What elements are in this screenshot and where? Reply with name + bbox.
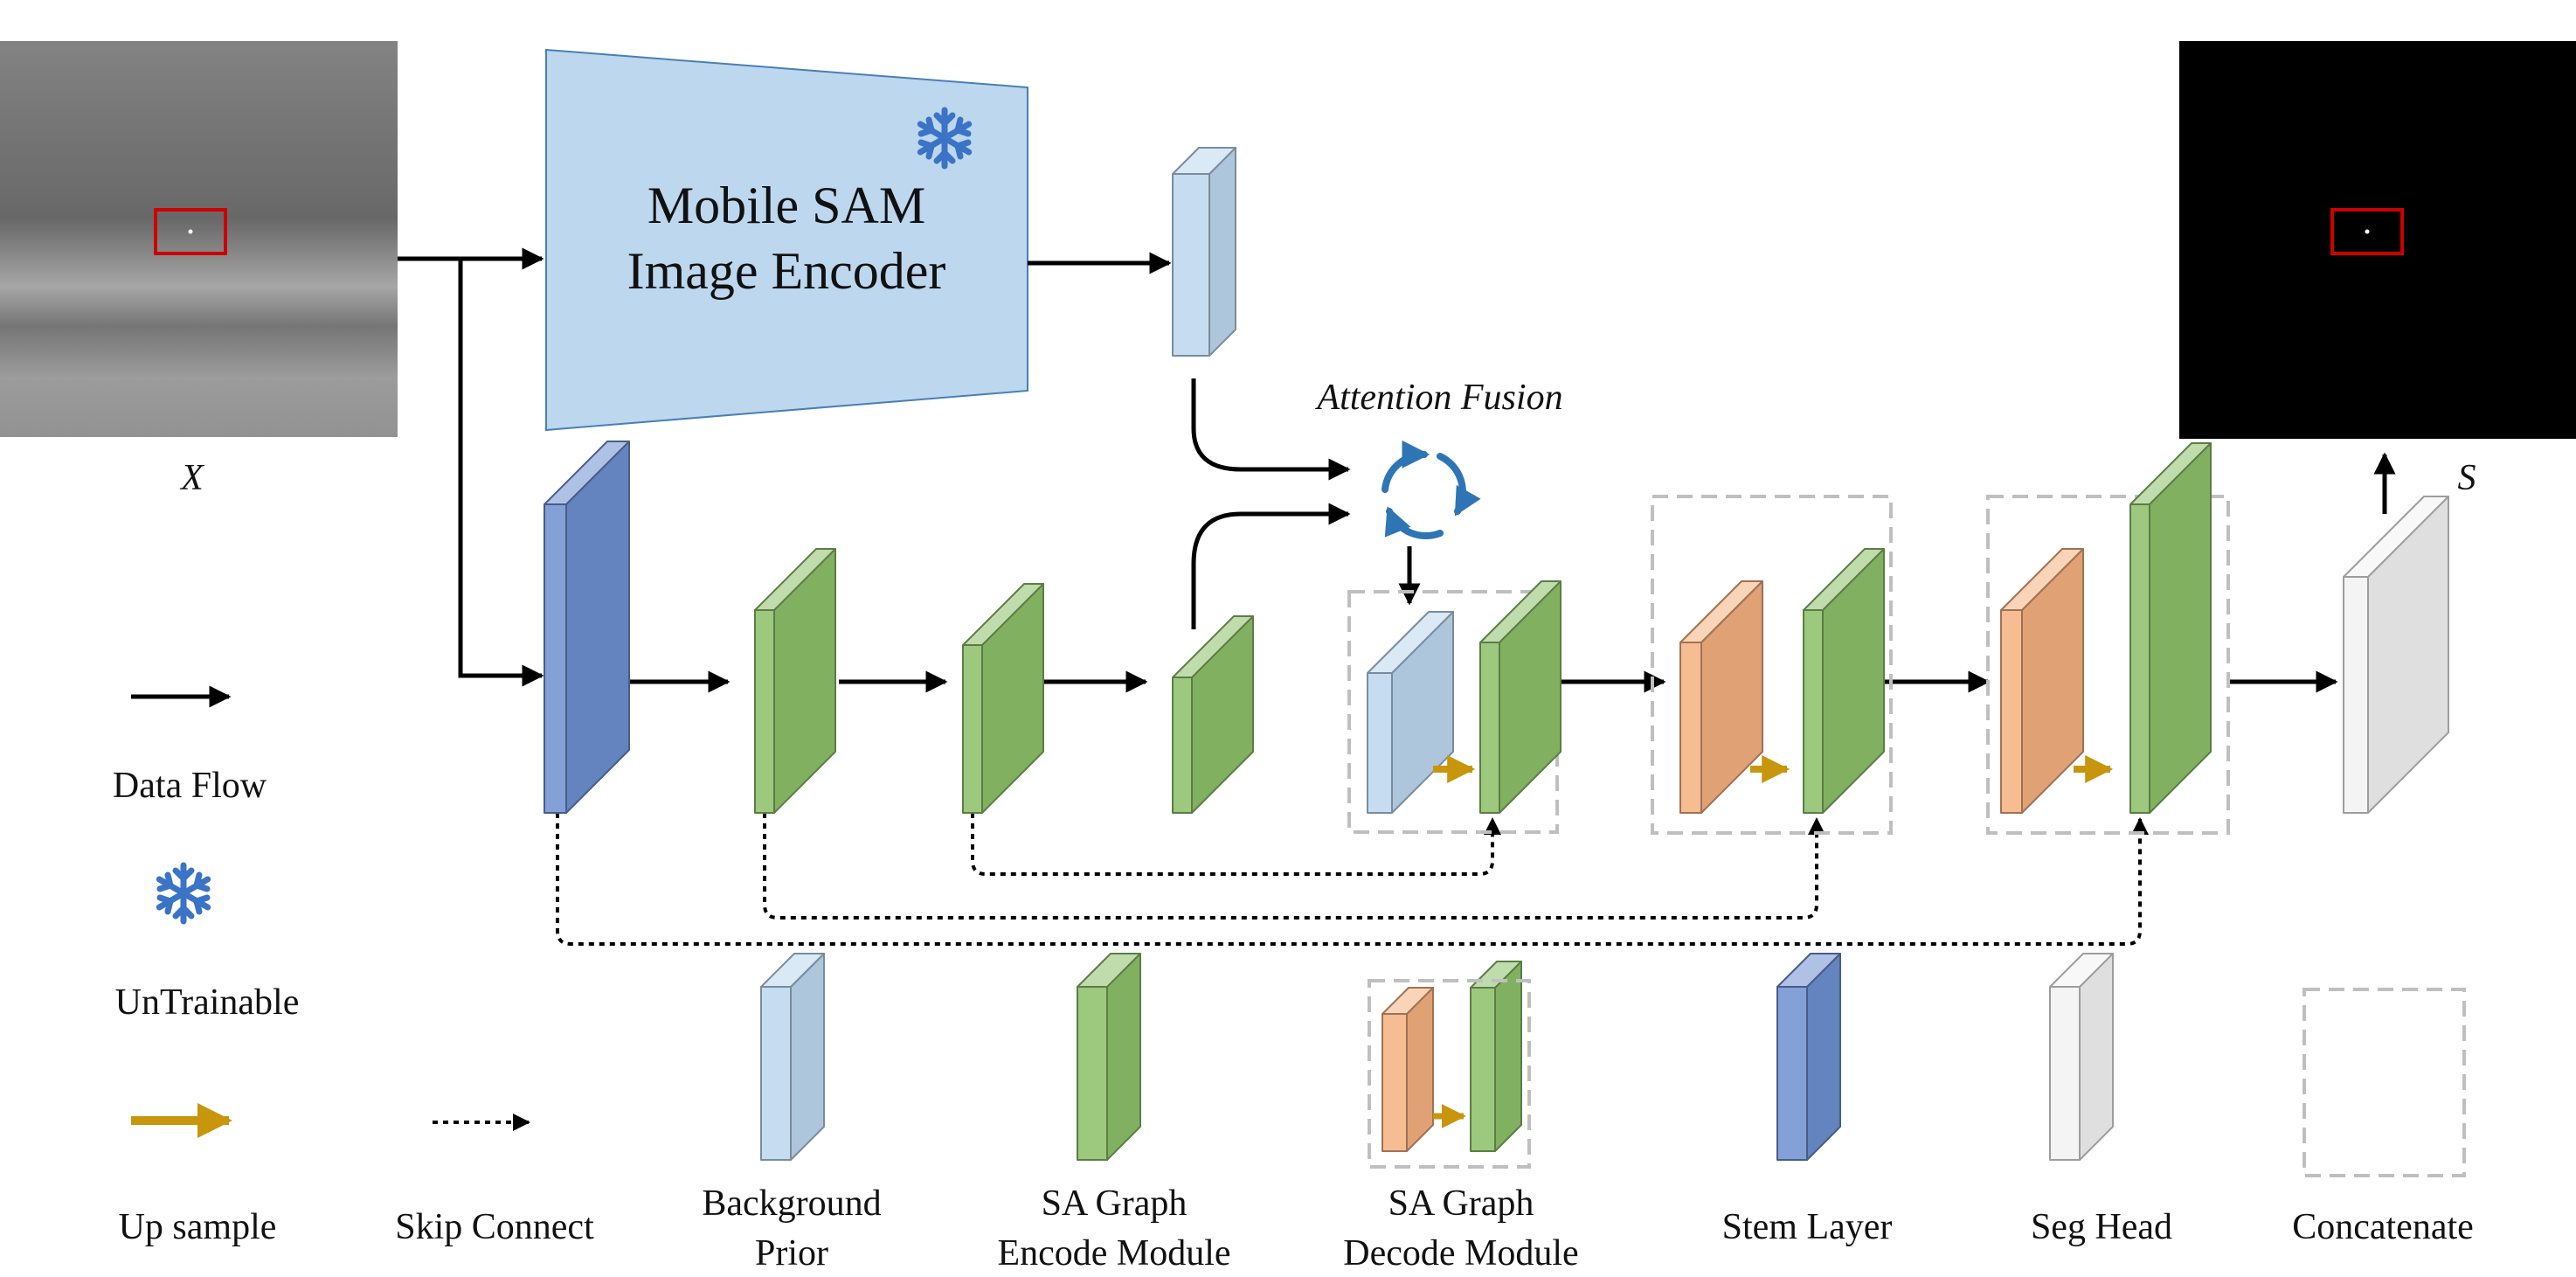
attention-fusion-icon bbox=[1381, 440, 1481, 540]
legend-background-prior-line2: Prior bbox=[755, 1233, 828, 1274]
untrainable-snowflake-icon bbox=[159, 865, 207, 921]
decode-green-block-2 bbox=[1803, 548, 1885, 814]
upsample-block-dec3 bbox=[2000, 548, 2084, 814]
encode-block-2 bbox=[962, 583, 1044, 814]
legend-background-prior-block bbox=[760, 953, 825, 1161]
legend-decode-green-block bbox=[1470, 961, 1522, 1152]
decode-green-block-1 bbox=[1479, 580, 1562, 814]
encode-block-3 bbox=[1172, 615, 1254, 814]
output-highlight-box bbox=[2330, 208, 2404, 255]
legend-untrainable: UnTrainable bbox=[115, 982, 300, 1023]
stem-layer-block bbox=[544, 441, 630, 814]
seg-head-block bbox=[2343, 496, 2449, 814]
legend-stem-block bbox=[1776, 953, 1841, 1161]
legend-encode-line2: Encode Module bbox=[997, 1233, 1230, 1274]
legend-skip-connect: Skip Connect bbox=[395, 1207, 594, 1247]
output-mask-image bbox=[2179, 41, 2576, 439]
encode-block-1 bbox=[754, 548, 836, 814]
skip-connections bbox=[556, 813, 2149, 946]
target-highlight-box bbox=[154, 208, 227, 255]
legend-data-flow: Data Flow bbox=[113, 766, 267, 806]
input-ir-image bbox=[0, 41, 398, 437]
legend-seg-head-block bbox=[2049, 953, 2114, 1161]
output-symbol: S bbox=[2458, 458, 2476, 498]
legend-encode-line1: SA Graph bbox=[1042, 1183, 1188, 1224]
data-flow-arrows bbox=[398, 247, 2396, 693]
attention-fusion-label: Attention Fusion bbox=[1314, 378, 1562, 418]
legend-up-sample: Up sample bbox=[119, 1207, 277, 1247]
legend-background-prior-line1: Background bbox=[702, 1183, 881, 1224]
input-symbol: X bbox=[179, 458, 205, 498]
legend-stem-layer: Stem Layer bbox=[1722, 1207, 1893, 1247]
encoder-feature-block bbox=[1172, 147, 1236, 357]
encoder-title-line2: Image Encoder bbox=[627, 242, 946, 300]
encoder-title-line1: Mobile SAM bbox=[647, 177, 925, 234]
mobile-sam-encoder bbox=[545, 48, 1028, 432]
legend-decode-upsample-block bbox=[1381, 987, 1434, 1152]
legend-seg-head: Seg Head bbox=[2031, 1207, 2172, 1247]
legend-concatenate-box bbox=[2302, 988, 2466, 1177]
legend-decode-line1: SA Graph bbox=[1388, 1183, 1534, 1224]
legend: Data Flow UnTrainable Up sample Skip Con… bbox=[113, 685, 2474, 1274]
upsample-block-dec2 bbox=[1679, 580, 1763, 814]
legend-encode-block bbox=[1077, 953, 1141, 1161]
blocks-layer bbox=[544, 147, 2449, 1161]
legend-decode-box bbox=[1368, 979, 1531, 1169]
background-prior-block-dec1 bbox=[1367, 611, 1454, 814]
legend-concatenate: Concatenate bbox=[2292, 1207, 2474, 1247]
legend-decode-line2: Decode Module bbox=[1343, 1233, 1578, 1274]
decode-green-block-3 bbox=[2129, 442, 2212, 814]
